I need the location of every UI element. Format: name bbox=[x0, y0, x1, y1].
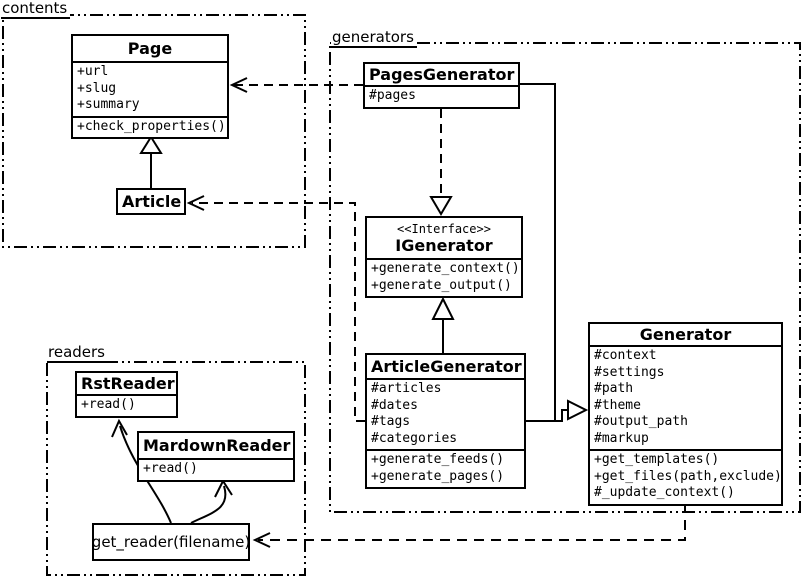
function-get-reader: get_reader(filename) bbox=[92, 523, 250, 561]
class-rstreader-methods: +read() bbox=[77, 394, 176, 416]
function-get-reader-label: get_reader(filename) bbox=[91, 533, 251, 551]
class-articlegenerator-title: ArticleGenerator bbox=[371, 357, 522, 376]
class-articlegenerator-attributes: #articles #dates #tags #categories bbox=[367, 378, 524, 449]
edge-getreader-calls-mardownreader bbox=[190, 478, 233, 524]
class-page-title: Page bbox=[127, 39, 173, 58]
edge-generator-depends-getreader bbox=[252, 503, 686, 548]
package-generators-label: generators bbox=[331, 30, 417, 48]
class-pagesgenerator-attributes: #pages bbox=[365, 85, 518, 107]
edge-generators-extend-generator bbox=[520, 83, 589, 422]
class-rstreader-title: RstReader bbox=[81, 374, 175, 393]
class-mardownreader-methods: +read() bbox=[139, 458, 293, 480]
class-article-title: Article bbox=[122, 192, 182, 211]
class-mardownreader-title: MardownReader bbox=[143, 436, 291, 455]
class-generator: Generator #context #settings #path #them… bbox=[588, 322, 783, 506]
class-page-methods: +check_properties() bbox=[73, 115, 227, 138]
class-page: Page +url +slug +summary +check_properti… bbox=[71, 34, 229, 139]
edge-articlegenerator-extends-igenerator bbox=[431, 296, 455, 353]
class-generator-title: Generator bbox=[639, 325, 732, 344]
class-articlegenerator-methods: +generate_feeds() +generate_pages() bbox=[367, 449, 524, 487]
package-generators-border bbox=[329, 42, 801, 513]
class-generator-attributes: #context #settings #path #theme #output_… bbox=[590, 345, 781, 449]
class-igenerator-stereotype: <<Interface>> bbox=[397, 222, 491, 236]
edge-pagesgenerator-depends-page bbox=[229, 77, 363, 93]
class-igenerator-methods: +generate_context() +generate_output() bbox=[367, 258, 521, 296]
edge-article-extends-page bbox=[139, 135, 163, 188]
edge-articlegenerator-depends-article bbox=[186, 195, 365, 422]
class-pagesgenerator-title: PagesGenerator bbox=[369, 65, 515, 84]
class-mardownreader: MardownReader +read() bbox=[137, 431, 295, 482]
edge-pagesgenerator-implements-igenerator bbox=[429, 109, 453, 216]
class-rstreader: RstReader +read() bbox=[75, 371, 178, 418]
class-pagesgenerator: PagesGenerator #pages bbox=[363, 62, 520, 109]
class-article: Article bbox=[116, 188, 186, 215]
class-page-attributes: +url +slug +summary bbox=[73, 61, 227, 116]
package-contents-label: contents bbox=[1, 1, 71, 19]
package-contents-border bbox=[2, 14, 306, 248]
class-igenerator-title: IGenerator bbox=[395, 236, 493, 255]
class-generator-methods: +get_templates() +get_files(path,exclude… bbox=[590, 449, 782, 504]
class-igenerator: <<Interface>> IGenerator +generate_conte… bbox=[365, 216, 523, 298]
package-readers-label: readers bbox=[47, 345, 108, 363]
class-articlegenerator: ArticleGenerator #articles #dates #tags … bbox=[365, 353, 526, 489]
package-readers-border bbox=[46, 361, 306, 576]
